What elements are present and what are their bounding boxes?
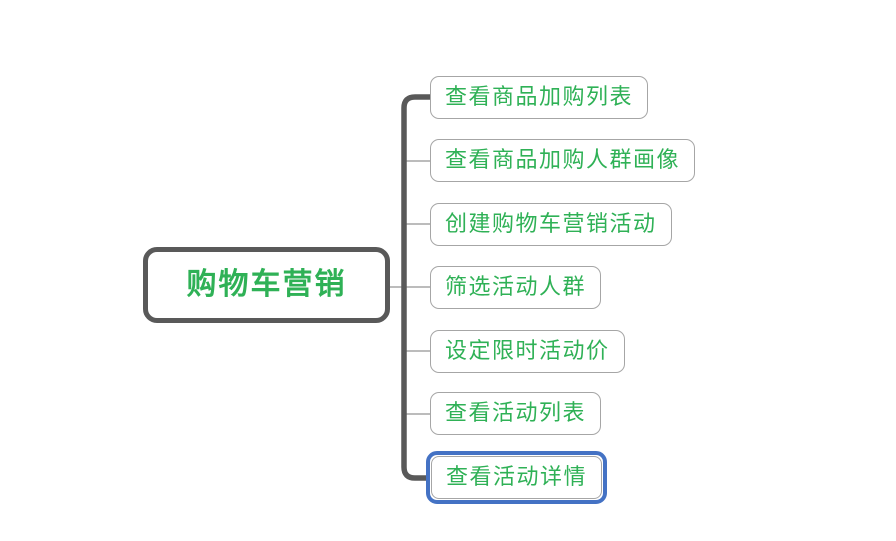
mindmap-node-view-add-to-cart-audience-profile[interactable]: 查看商品加购人群画像: [430, 139, 696, 182]
selection-outline: 查看活动详情: [426, 451, 608, 504]
mindmap-node-filter-campaign-audience[interactable]: 筛选活动人群: [430, 266, 602, 309]
trunk-line: [401, 94, 432, 481]
mindmap-root-node[interactable]: 购物车营销: [143, 247, 390, 323]
mindmap-node-view-campaign-details[interactable]: 查看活动详情: [431, 456, 603, 499]
mindmap-node-create-cart-marketing-campaign[interactable]: 创建购物车营销活动: [430, 203, 672, 246]
mindmap-node-view-add-to-cart-list[interactable]: 查看商品加购列表: [430, 76, 649, 119]
mindmap-node-view-campaign-list[interactable]: 查看活动列表: [430, 392, 602, 435]
mindmap-node-set-limited-time-price[interactable]: 设定限时活动价: [430, 330, 625, 373]
